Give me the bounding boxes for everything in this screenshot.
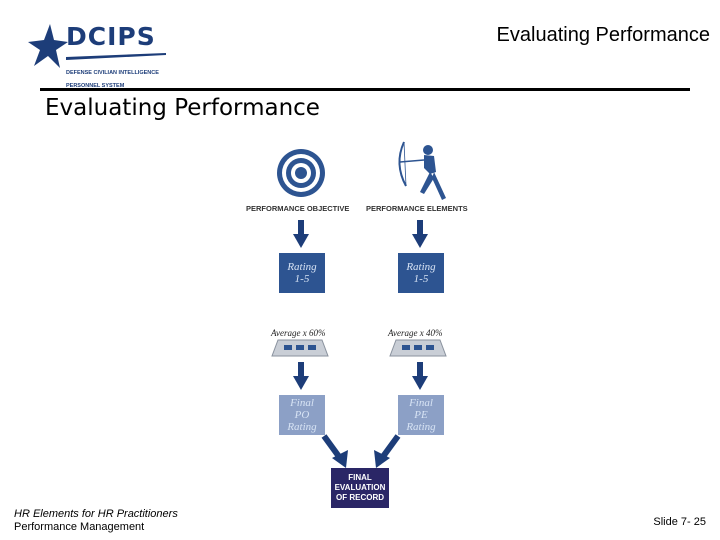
final-pe-rating-box: Final PE Rating — [398, 395, 444, 435]
header-divider — [40, 88, 690, 91]
logo-wordmark: DCIPS — [66, 22, 156, 51]
slide-title: Evaluating Performance — [45, 95, 320, 121]
footer-module-line: Performance Management — [14, 520, 145, 533]
arrow-diagonal-right-icon — [321, 434, 348, 468]
elements-weight-label: Average x 40% — [388, 328, 443, 338]
logo-swoosh-icon — [66, 53, 166, 60]
elements-label: PERFORMANCE ELEMENTS — [366, 204, 468, 213]
final-po-rating-box: Final PO Rating — [279, 395, 325, 435]
dcips-logo — [28, 18, 178, 88]
arrow-down-icon — [293, 220, 309, 248]
elements-rating-box: Rating 1-5 — [398, 253, 444, 293]
final-evaluation-box: FINAL EVALUATION OF RECORD — [331, 468, 389, 508]
arrow-down-icon — [412, 220, 428, 248]
logo-tagline: DEFENSE CIVILIAN INTELLIGENCE PERSONNEL … — [66, 69, 159, 89]
objective-rating-box: Rating 1-5 — [279, 253, 325, 293]
arrow-down-icon — [293, 362, 309, 390]
objective-weight-label: Average x 60% — [271, 328, 326, 338]
slide-number: Slide 7- 25 — [653, 516, 706, 528]
star-icon — [28, 24, 68, 68]
footer-course-line: HR Elements for HR Practitioners — [14, 508, 178, 520]
objective-label: PERFORMANCE OBJECTIVE — [246, 204, 350, 213]
calculator-icon — [271, 339, 329, 357]
arrow-down-icon — [412, 362, 428, 390]
calculator-icon — [389, 339, 447, 357]
target-icon — [277, 149, 325, 197]
arrow-diagonal-left-icon — [374, 434, 401, 468]
archer-icon — [398, 141, 446, 200]
footer-course-info: HR Elements for HR Practitioners Perform… — [14, 508, 178, 533]
header-title: Evaluating Performance — [496, 24, 710, 46]
